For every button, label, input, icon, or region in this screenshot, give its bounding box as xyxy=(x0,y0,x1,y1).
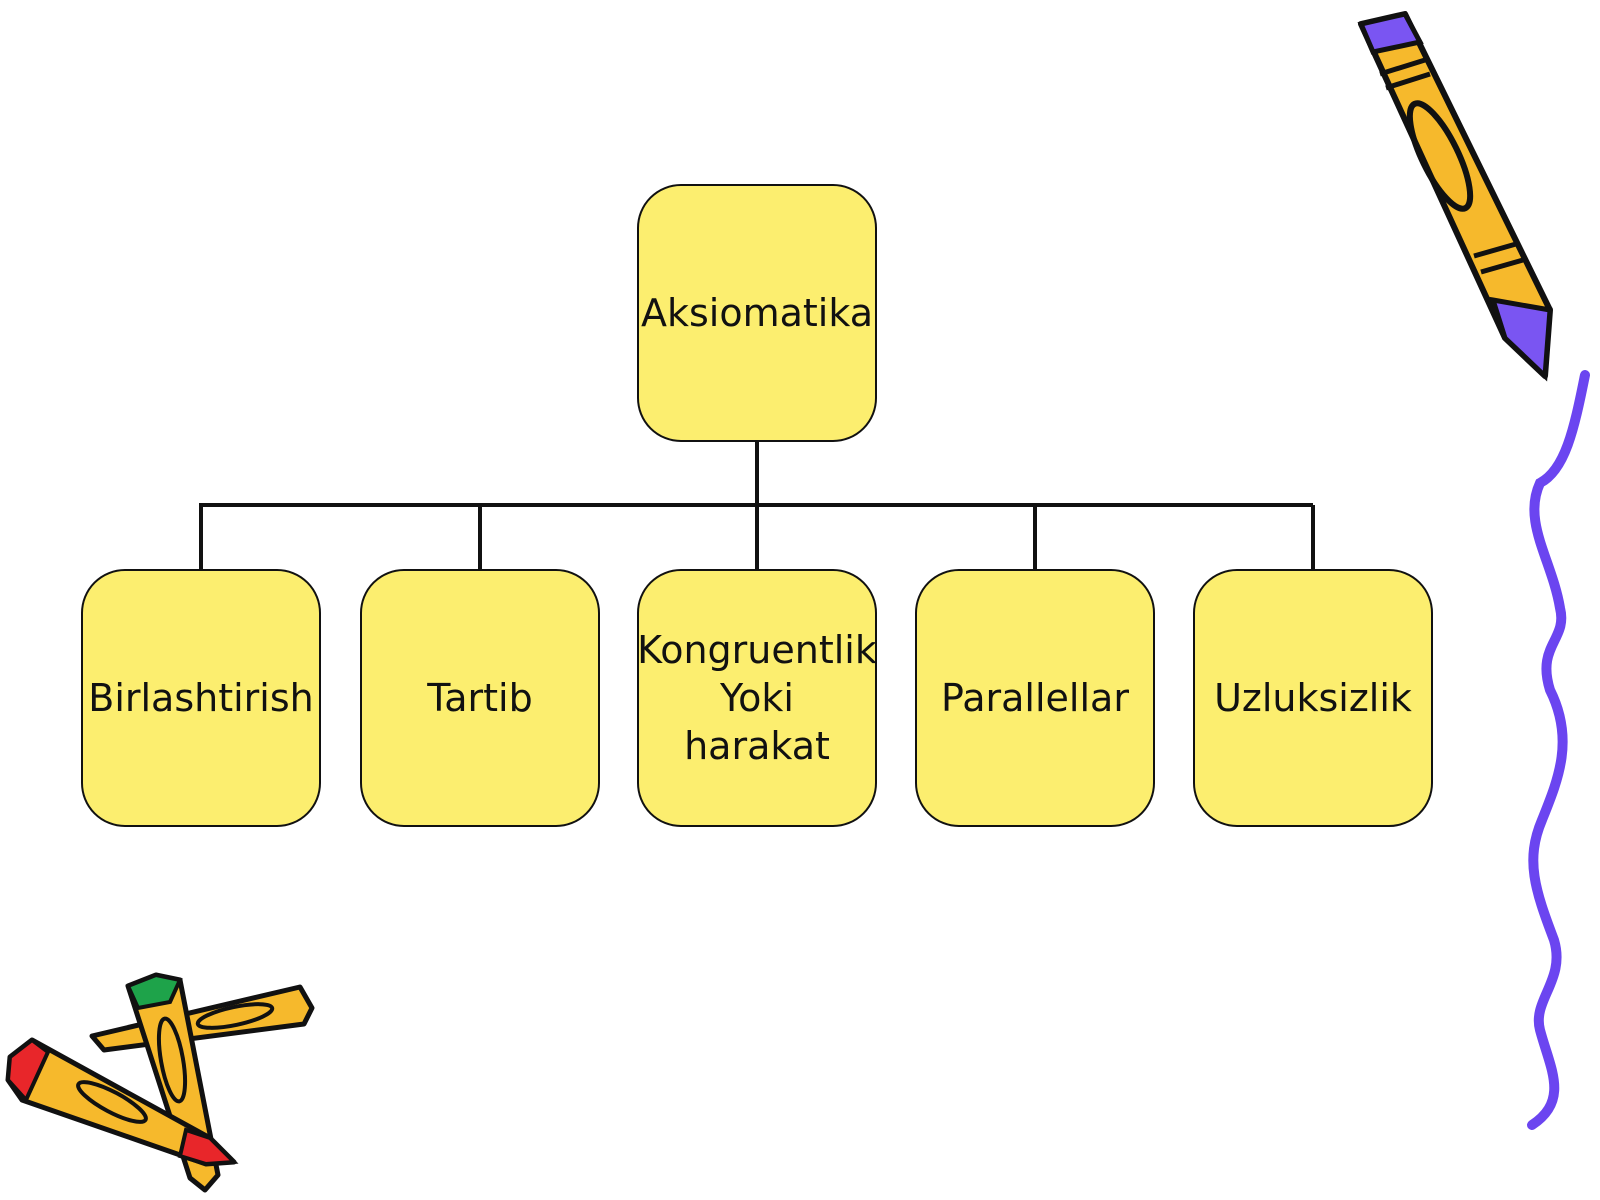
node-root-label: Aksiomatika xyxy=(641,291,873,335)
node-child-2: Tartib xyxy=(360,569,600,827)
node-child-5: Uzluksizlik xyxy=(1193,569,1433,827)
node-child-2-label: Tartib xyxy=(427,676,533,720)
crossed-pencils-icon xyxy=(5,972,315,1193)
node-child-1-label: Birlashtirish xyxy=(88,676,314,720)
node-child-3-label: Kongruentlik Yoki harakat xyxy=(637,628,877,768)
node-child-5-label: Uzluksizlik xyxy=(1214,676,1412,720)
pencil-icon xyxy=(1357,11,1553,382)
node-child-4: Parallellar xyxy=(915,569,1155,827)
node-child-4-label: Parallellar xyxy=(941,676,1129,720)
squiggle-line-icon xyxy=(1527,370,1590,1130)
node-root: Aksiomatika xyxy=(637,184,877,442)
node-child-1: Birlashtirish xyxy=(81,569,321,827)
node-child-3: Kongruentlik Yoki harakat xyxy=(637,569,877,827)
